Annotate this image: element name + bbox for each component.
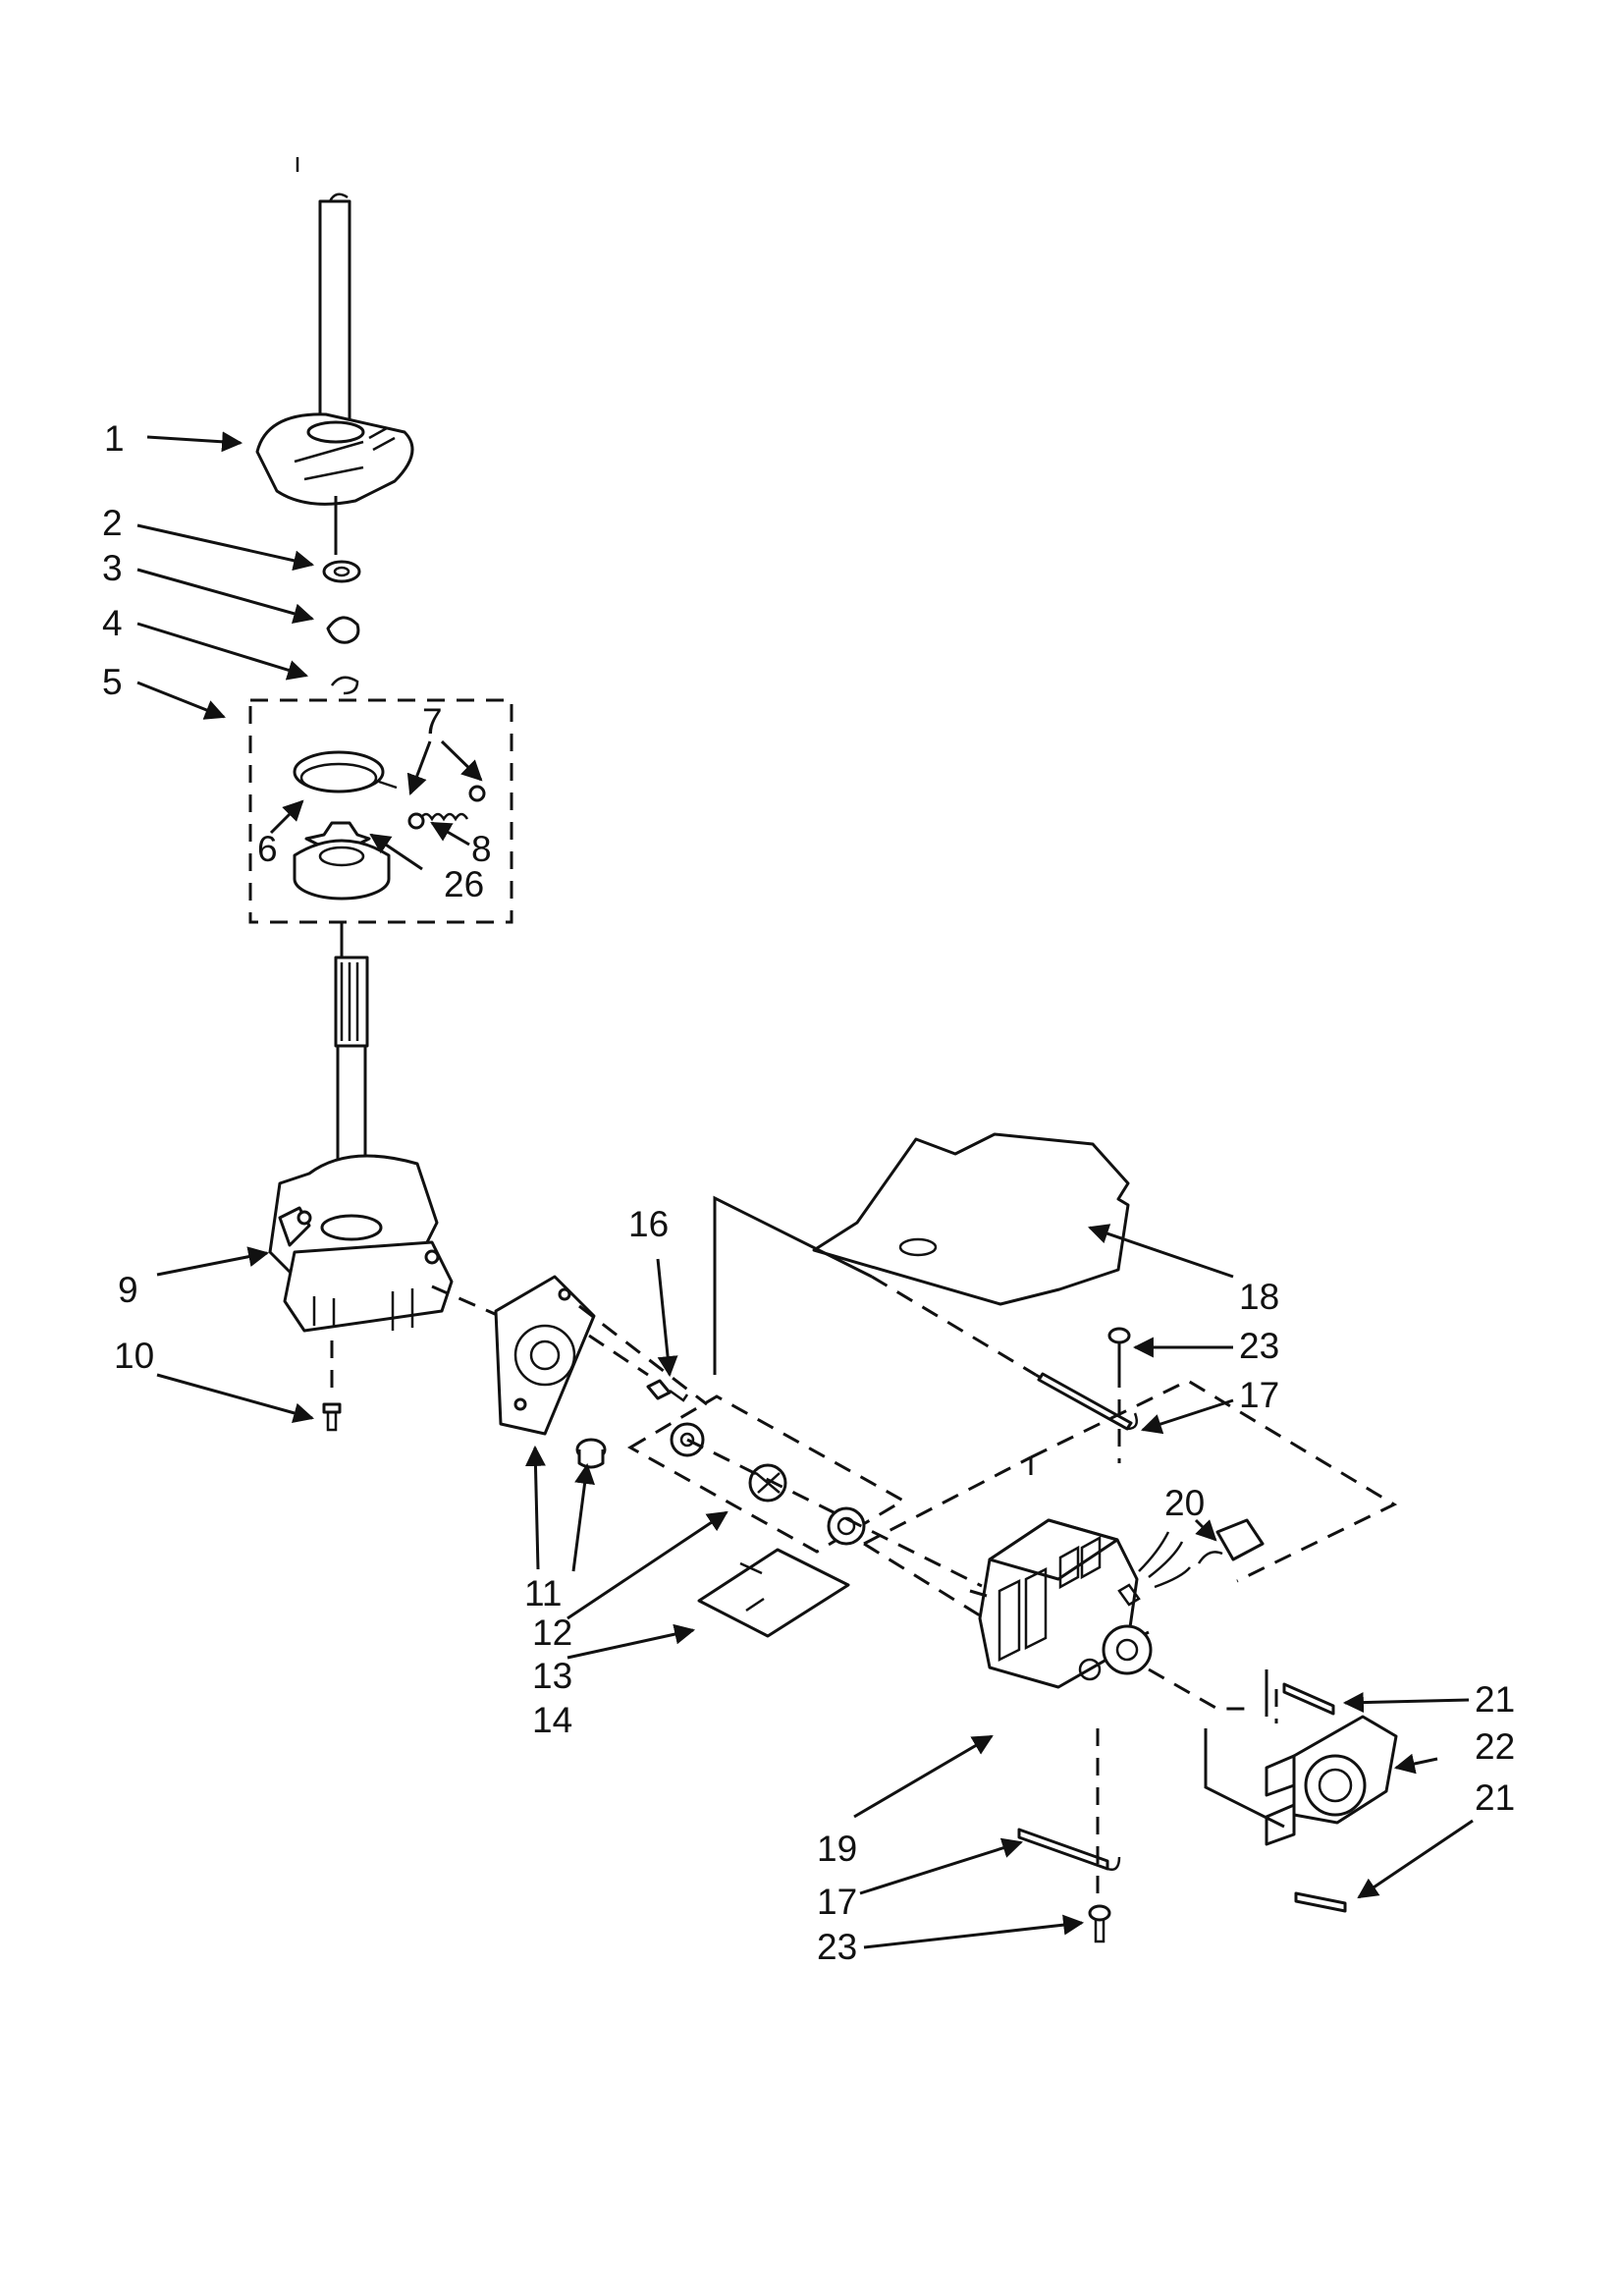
part-5-group-box xyxy=(248,698,513,924)
part-18-cover-plate xyxy=(812,1132,1130,1306)
part-9-transmission xyxy=(268,1154,454,1333)
part-6-band xyxy=(293,750,398,793)
part-19-motor-group-box xyxy=(1030,1379,1398,1583)
leader-arrows xyxy=(136,431,1474,1949)
callout-21-bottom: 21 xyxy=(1475,1777,1516,1818)
part-26-retainer xyxy=(304,821,371,847)
callout-22: 22 xyxy=(1475,1726,1516,1767)
callout-2: 2 xyxy=(102,503,123,543)
callout-1: 1 xyxy=(104,418,125,459)
part-13-coupling-rear xyxy=(827,1506,866,1546)
callout-18: 18 xyxy=(1239,1277,1280,1317)
part-21-lower-clip xyxy=(1294,1891,1347,1913)
part-19-motor xyxy=(969,1518,1153,1689)
part-16-bolt xyxy=(646,1379,689,1402)
callout-19: 19 xyxy=(817,1829,858,1869)
part-10-screw xyxy=(322,1340,342,1432)
callout-5: 5 xyxy=(102,662,123,702)
callout-26: 26 xyxy=(444,864,485,904)
callout-17-bottom: 17 xyxy=(817,1882,858,1922)
callout-14: 14 xyxy=(532,1700,573,1740)
part-23-top-screw xyxy=(1107,1327,1131,1370)
upper-spindle-shaft xyxy=(318,192,351,444)
callout-23-bottom: 23 xyxy=(817,1927,858,1967)
part-4-ring xyxy=(330,676,359,695)
part-22-pump xyxy=(1265,1715,1398,1846)
callout-10: 10 xyxy=(114,1336,155,1376)
callout-12: 12 xyxy=(532,1613,573,1653)
part-23-bottom-screw xyxy=(1088,1904,1111,1943)
part-17-upper-bracket xyxy=(1037,1372,1138,1431)
callout-17-top: 17 xyxy=(1239,1375,1280,1415)
callout-21-top: 21 xyxy=(1475,1679,1516,1720)
callout-16: 16 xyxy=(628,1204,670,1244)
callout-3: 3 xyxy=(102,548,123,588)
part-2-washer xyxy=(322,560,361,583)
callout-11: 11 xyxy=(524,1573,563,1613)
part-21-upper-clip xyxy=(1282,1682,1335,1716)
callout-20: 20 xyxy=(1164,1483,1206,1523)
callout-6: 6 xyxy=(257,829,278,869)
guide-line-16-motor xyxy=(713,1195,873,1375)
part-2-washer-hole xyxy=(333,566,351,577)
motor-lead-wires xyxy=(1138,1531,1191,1589)
callout-4: 4 xyxy=(102,603,123,643)
part-1-cam-assembly xyxy=(255,412,414,555)
part-13-coupling-center xyxy=(748,1463,787,1503)
part-14-shield xyxy=(697,1548,850,1638)
part-3-clip xyxy=(326,616,360,644)
callout-13: 13 xyxy=(532,1656,573,1696)
part-11-mounting-plate xyxy=(494,1275,596,1436)
part-8-spring xyxy=(407,785,486,830)
part-13-coupling-box xyxy=(626,1394,907,1554)
callout-9: 9 xyxy=(118,1270,138,1310)
part-20-switch xyxy=(1197,1518,1265,1564)
callout-8: 8 xyxy=(471,829,492,869)
callout-7: 7 xyxy=(422,701,443,741)
drive-pulley xyxy=(293,839,391,957)
part-17-lower-bracket xyxy=(1017,1828,1121,1871)
callout-23-top: 23 xyxy=(1239,1326,1280,1366)
part-12-bumper xyxy=(575,1438,607,1469)
